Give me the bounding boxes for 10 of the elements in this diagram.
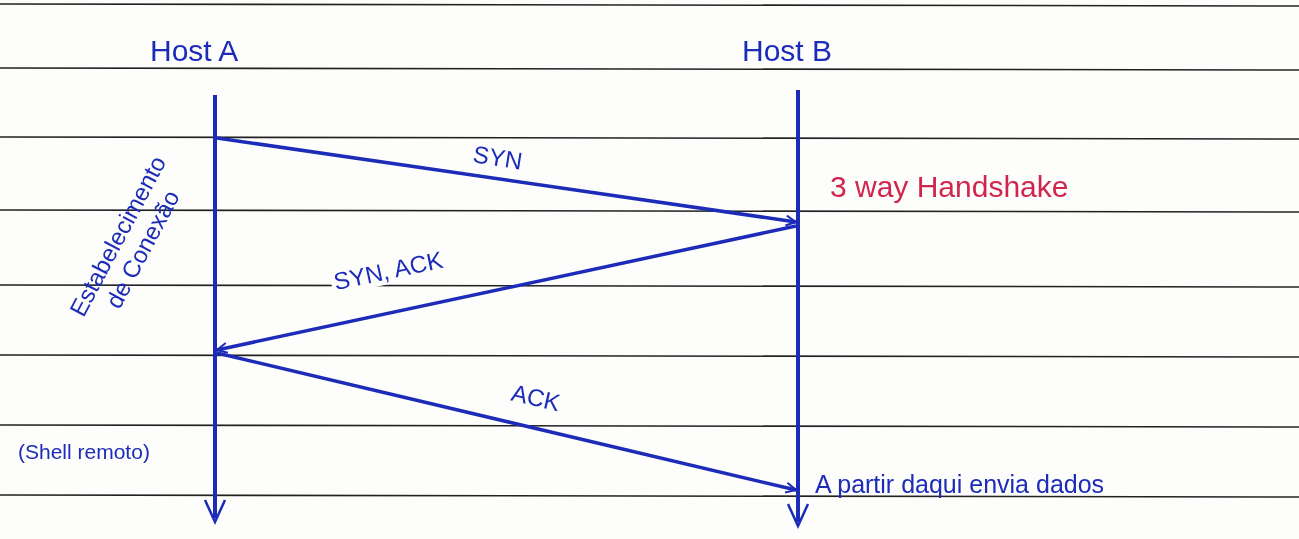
host-label: Host A xyxy=(150,34,239,68)
message-arrow xyxy=(216,136,797,227)
message-arrow xyxy=(216,224,797,354)
lifeline xyxy=(796,90,800,522)
title-note: 3 way Handshake xyxy=(830,170,1069,204)
message-arrow xyxy=(216,351,797,494)
host-label: Host B xyxy=(742,34,833,68)
note: A partir daqui envia dados xyxy=(815,470,1105,499)
note: (Shell remoto) xyxy=(18,440,150,464)
lifeline xyxy=(213,95,217,518)
